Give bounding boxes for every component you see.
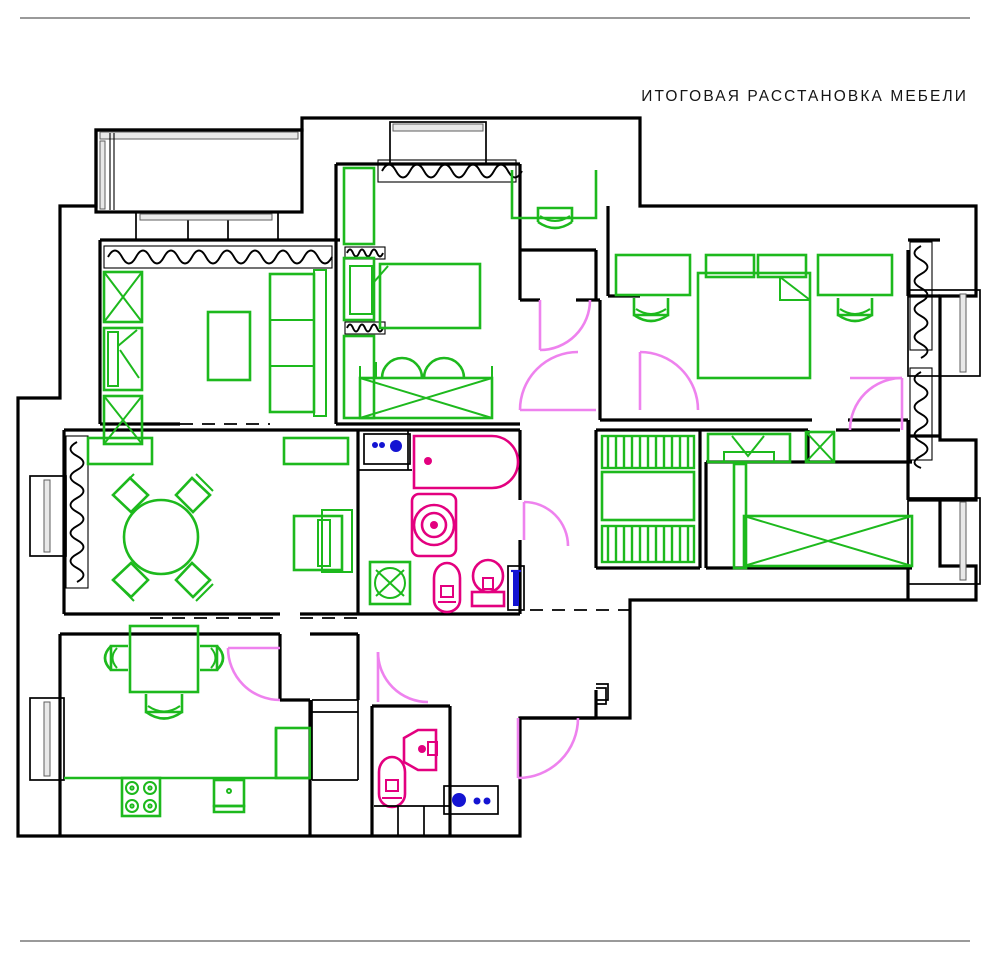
corner-desk xyxy=(510,170,598,220)
door-hall-upper xyxy=(518,350,596,412)
dressing-room-furniture xyxy=(600,430,836,564)
armchair xyxy=(292,509,353,573)
living-room-furniture xyxy=(102,269,327,446)
sofa-with-cushions xyxy=(358,356,494,420)
nightstand-cabinet xyxy=(349,265,373,315)
round-dining-table xyxy=(122,498,200,576)
kitchen-table xyxy=(128,624,200,694)
coffee-table xyxy=(206,310,252,382)
desk-left xyxy=(614,253,692,297)
bidet xyxy=(432,561,462,614)
loggia-top-left xyxy=(94,128,304,241)
blue-fixture-box xyxy=(443,785,499,815)
wash-basin xyxy=(402,728,438,772)
bedroom-middle-furniture xyxy=(342,166,598,420)
top-rule-divider xyxy=(20,17,970,19)
towel-radiator xyxy=(507,565,525,611)
door-master-bedroom xyxy=(638,350,700,411)
desk-chair xyxy=(536,206,574,230)
dining-room-furniture xyxy=(86,436,353,602)
door-wc xyxy=(376,651,429,704)
shower-tray xyxy=(410,492,458,558)
tall-unit xyxy=(274,726,312,780)
chair-right xyxy=(836,298,874,323)
door-jambs xyxy=(311,683,609,781)
sink xyxy=(212,778,246,814)
sideboard-left xyxy=(86,436,154,466)
dining-chair-1 xyxy=(111,473,150,514)
single-bed xyxy=(373,262,482,330)
shelf-unit xyxy=(600,470,696,522)
wardrobe-cross-upper xyxy=(102,270,144,324)
hanging-rail-lower xyxy=(600,524,696,564)
wc-small-fixtures xyxy=(374,728,499,836)
kitchen-chair-front xyxy=(144,694,184,720)
large-wardrobe-cross xyxy=(742,514,914,568)
toilet-wc xyxy=(377,755,407,809)
double-bed-with-two-pillows xyxy=(696,253,812,380)
bathroom-main-fixtures xyxy=(363,433,525,614)
shoe-bench xyxy=(706,432,792,464)
desk-right xyxy=(816,253,894,297)
wardrobe-swing-door xyxy=(102,326,144,392)
window-bays xyxy=(29,289,981,781)
washing-machine xyxy=(368,560,412,606)
chair-left xyxy=(632,298,670,323)
vanity-basin-counter xyxy=(363,433,411,465)
balcony-top-center xyxy=(389,121,487,165)
three-seat-sofa xyxy=(268,269,327,417)
kitchen-chair-left xyxy=(103,644,128,672)
bottom-rule-divider xyxy=(20,940,970,942)
small-cabinet-cross xyxy=(804,430,836,464)
toilet-main xyxy=(470,558,506,608)
door-bedroom-middle xyxy=(538,299,592,352)
kitchen-chair-right xyxy=(200,644,225,672)
sideboard-right xyxy=(282,436,350,466)
bedroom-master-furniture xyxy=(614,253,894,380)
doors xyxy=(226,299,904,780)
wardrobe-cross-lower xyxy=(102,394,144,446)
storage-right-furniture xyxy=(732,462,914,570)
door-bathroom-main xyxy=(522,500,570,547)
four-burner-hob xyxy=(120,776,162,818)
hanging-rail-upper xyxy=(600,434,696,470)
kitchen-furniture xyxy=(64,624,312,818)
counter-run xyxy=(64,728,310,780)
door-storage-right xyxy=(848,376,904,431)
dining-chair-4 xyxy=(174,561,214,602)
dining-chair-2 xyxy=(174,473,214,514)
dining-chair-3 xyxy=(111,561,150,602)
outer-wall-envelope xyxy=(16,116,978,838)
curtain-runs xyxy=(65,159,933,589)
door-kitchen xyxy=(226,646,281,702)
page-title: ИТОГОВАЯ РАССТАНОВКА МЕБЕЛИ xyxy=(641,88,968,105)
door-hall-lower xyxy=(516,717,580,780)
bathtub xyxy=(412,434,520,490)
interior-partitions xyxy=(58,162,940,836)
